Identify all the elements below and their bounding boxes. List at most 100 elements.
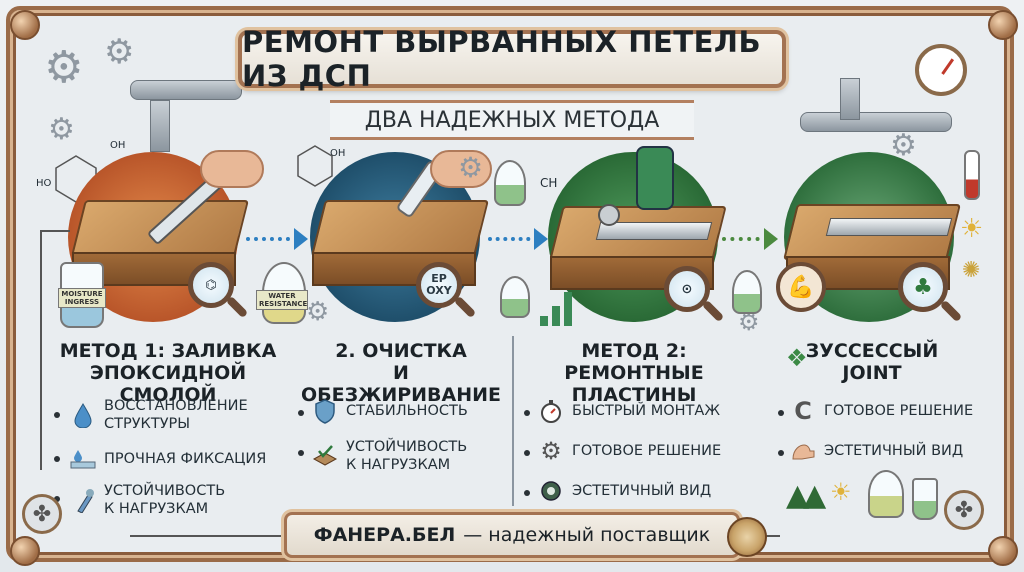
metal-plate-icon [825,218,953,236]
chem-label-oh: OH [110,140,126,151]
item-text: УСТОЙЧИВОСТЬ [346,439,468,455]
process-arrow [722,228,778,250]
connector-line [130,535,284,537]
item-text: ЭСТЕТИЧНЫЙ ВИД [824,443,964,459]
hand-icon [200,150,264,188]
sun-icon: ☀ [830,478,852,506]
flask-icon [912,478,938,520]
gear-icon: ⚙ [738,308,760,336]
page-title: РЕМОНТ ВЫРВАННЫХ ПЕТЕЛЬ ИЗ ДСП [242,25,762,93]
bullet [778,450,784,456]
bullet [298,410,304,416]
layers-check-icon [312,443,338,469]
circle-icon [538,478,564,504]
wood-log-icon [727,517,767,557]
fan-icon: ✤ [22,494,62,534]
thermometer-icon [964,150,980,200]
column-title-line: ЗУССЕССЫЙ [805,340,939,362]
column-divider [512,336,514,506]
chem-label-ho: HO [36,178,52,189]
gear-icon: ⚙ [104,32,135,72]
column-title-line: И ОБЕЗЖИРИВАНИЕ [300,362,502,406]
column-title-line: РЕМОНТНЫЕ ПЛАСТИНЫ [564,362,704,406]
molecule-icon [297,145,333,187]
bullet [778,410,784,416]
screw-magnifier: ⊙ [664,266,725,323]
item-text: К НАГРУЗКАМ [346,457,451,473]
item-text: СТАБИЛЬНОСТЬ [346,403,468,419]
dropper-icon [70,487,96,513]
title-plate: РЕМОНТ ВЫРВАННЫХ ПЕТЕЛЬ ИЗ ДСП [238,25,786,93]
screw-icon [598,204,620,226]
fan-icon: ✤ [944,490,984,530]
method2-title: МЕТОД 2: РЕМОНТНЫЕ ПЛАСТИНЫ [516,340,752,406]
bullet [524,490,530,496]
item-text: БЫСТРЫЙ МОНТАЖ [572,403,720,419]
gear-icon: ⚙ [44,42,84,93]
list-item: ВОССТАНОВЛЕНИЕ СТРУКТУРЫ [70,397,248,433]
clamp-icon: C [794,397,812,425]
footer-banner: ФАНЕРА.БЕЛ — надежный поставщик [284,512,767,558]
corner-rivet-icon [988,536,1018,566]
column-title-line: 2. ОЧИСТКА [335,340,467,362]
item-text: ГОТОВОЕ РЕШЕНИЕ [824,403,974,419]
bullet [54,456,60,462]
flask-label: MOISTURE INGRESS [58,288,106,308]
column-title-line: ЭПОКСИДНОЙ СМОЛОЙ [89,362,247,406]
list-item: ПРОЧНАЯ ФИКСАЦИЯ [70,446,266,472]
list-item: C ГОТОВОЕ РЕШЕНИЕ [790,398,973,424]
pipe-decoration [150,100,170,152]
connector-line [40,230,70,232]
pine-trees-icon: ▲▲ [786,478,826,513]
flask-icon [732,270,762,314]
arm-icon [790,438,816,464]
pipe-decoration [130,80,242,100]
water-drop-icon [70,402,96,428]
bullet [298,450,304,456]
method1-title: МЕТОД 1: ЗАЛИВКА ЭПОКСИДНОЙ СМОЛОЙ [58,340,278,406]
process-arrow [246,228,308,250]
column-title-line: JOINT [842,362,902,384]
bullet [524,410,530,416]
column-title-line: МЕТОД 1: ЗАЛИВКА [59,340,277,362]
item-text: ВОССТАНОВЛЕНИЕ [104,398,248,414]
chem-label-ch: CH [540,176,558,190]
joint-title: ЗУССЕССЫЙ JOINT [792,340,952,384]
gear-check-icon: ⚙ [540,437,562,465]
list-item: ⚙ ГОТОВОЕ РЕШЕНИЕ [538,438,721,464]
corner-rivet-icon [10,10,40,40]
corner-rivet-icon [10,536,40,566]
tree-magnifier: ♣ [898,262,963,323]
epoxy-label: EP OXY [426,272,452,297]
sun-icon: ☀ [960,214,984,244]
pipe-decoration [840,78,860,120]
bullet [54,412,60,418]
brand-tagline: — надежный поставщик [463,524,711,546]
flask-icon [494,160,526,206]
bullet [54,496,60,502]
item-text: ЭСТЕТИЧНЫЙ ВИД [572,483,712,499]
flask-label: WATER RESISTANCE [256,290,308,310]
column-title-line: МЕТОД 2: [581,340,687,362]
connector-line [40,230,42,470]
list-item: ЭСТЕТИЧНЫЙ ВИД [538,478,711,504]
magnifier-icon: ⌬ [188,262,249,319]
gear-icon: ⚙ [306,297,330,327]
item-text: СТРУКТУРЫ [104,416,191,432]
corner-rivet-icon [988,10,1018,40]
flask-icon [500,276,530,318]
leaf-icon: ❖ [786,344,808,372]
item-text: ПРОЧНАЯ ФИКСАЦИЯ [104,451,267,467]
pressure-gauge-icon [915,44,967,96]
list-item: УСТОЙЧИВОСТЬ К НАГРУЗКАМ [312,438,467,474]
bullet [524,450,530,456]
list-item: СТАБИЛЬНОСТЬ [312,398,468,424]
bar-chart-icon [540,286,580,326]
stopwatch-icon [538,398,564,424]
brand-name: ФАНЕРА.БЕЛ [313,524,456,546]
step2-title: 2. ОЧИСТКА И ОБЕЗЖИРИВАНИЕ [296,340,506,406]
item-text: УСТОЙЧИВОСТЬ [104,483,226,499]
epoxy-magnifier: EP OXY [416,262,477,319]
hand-icon [430,150,492,188]
